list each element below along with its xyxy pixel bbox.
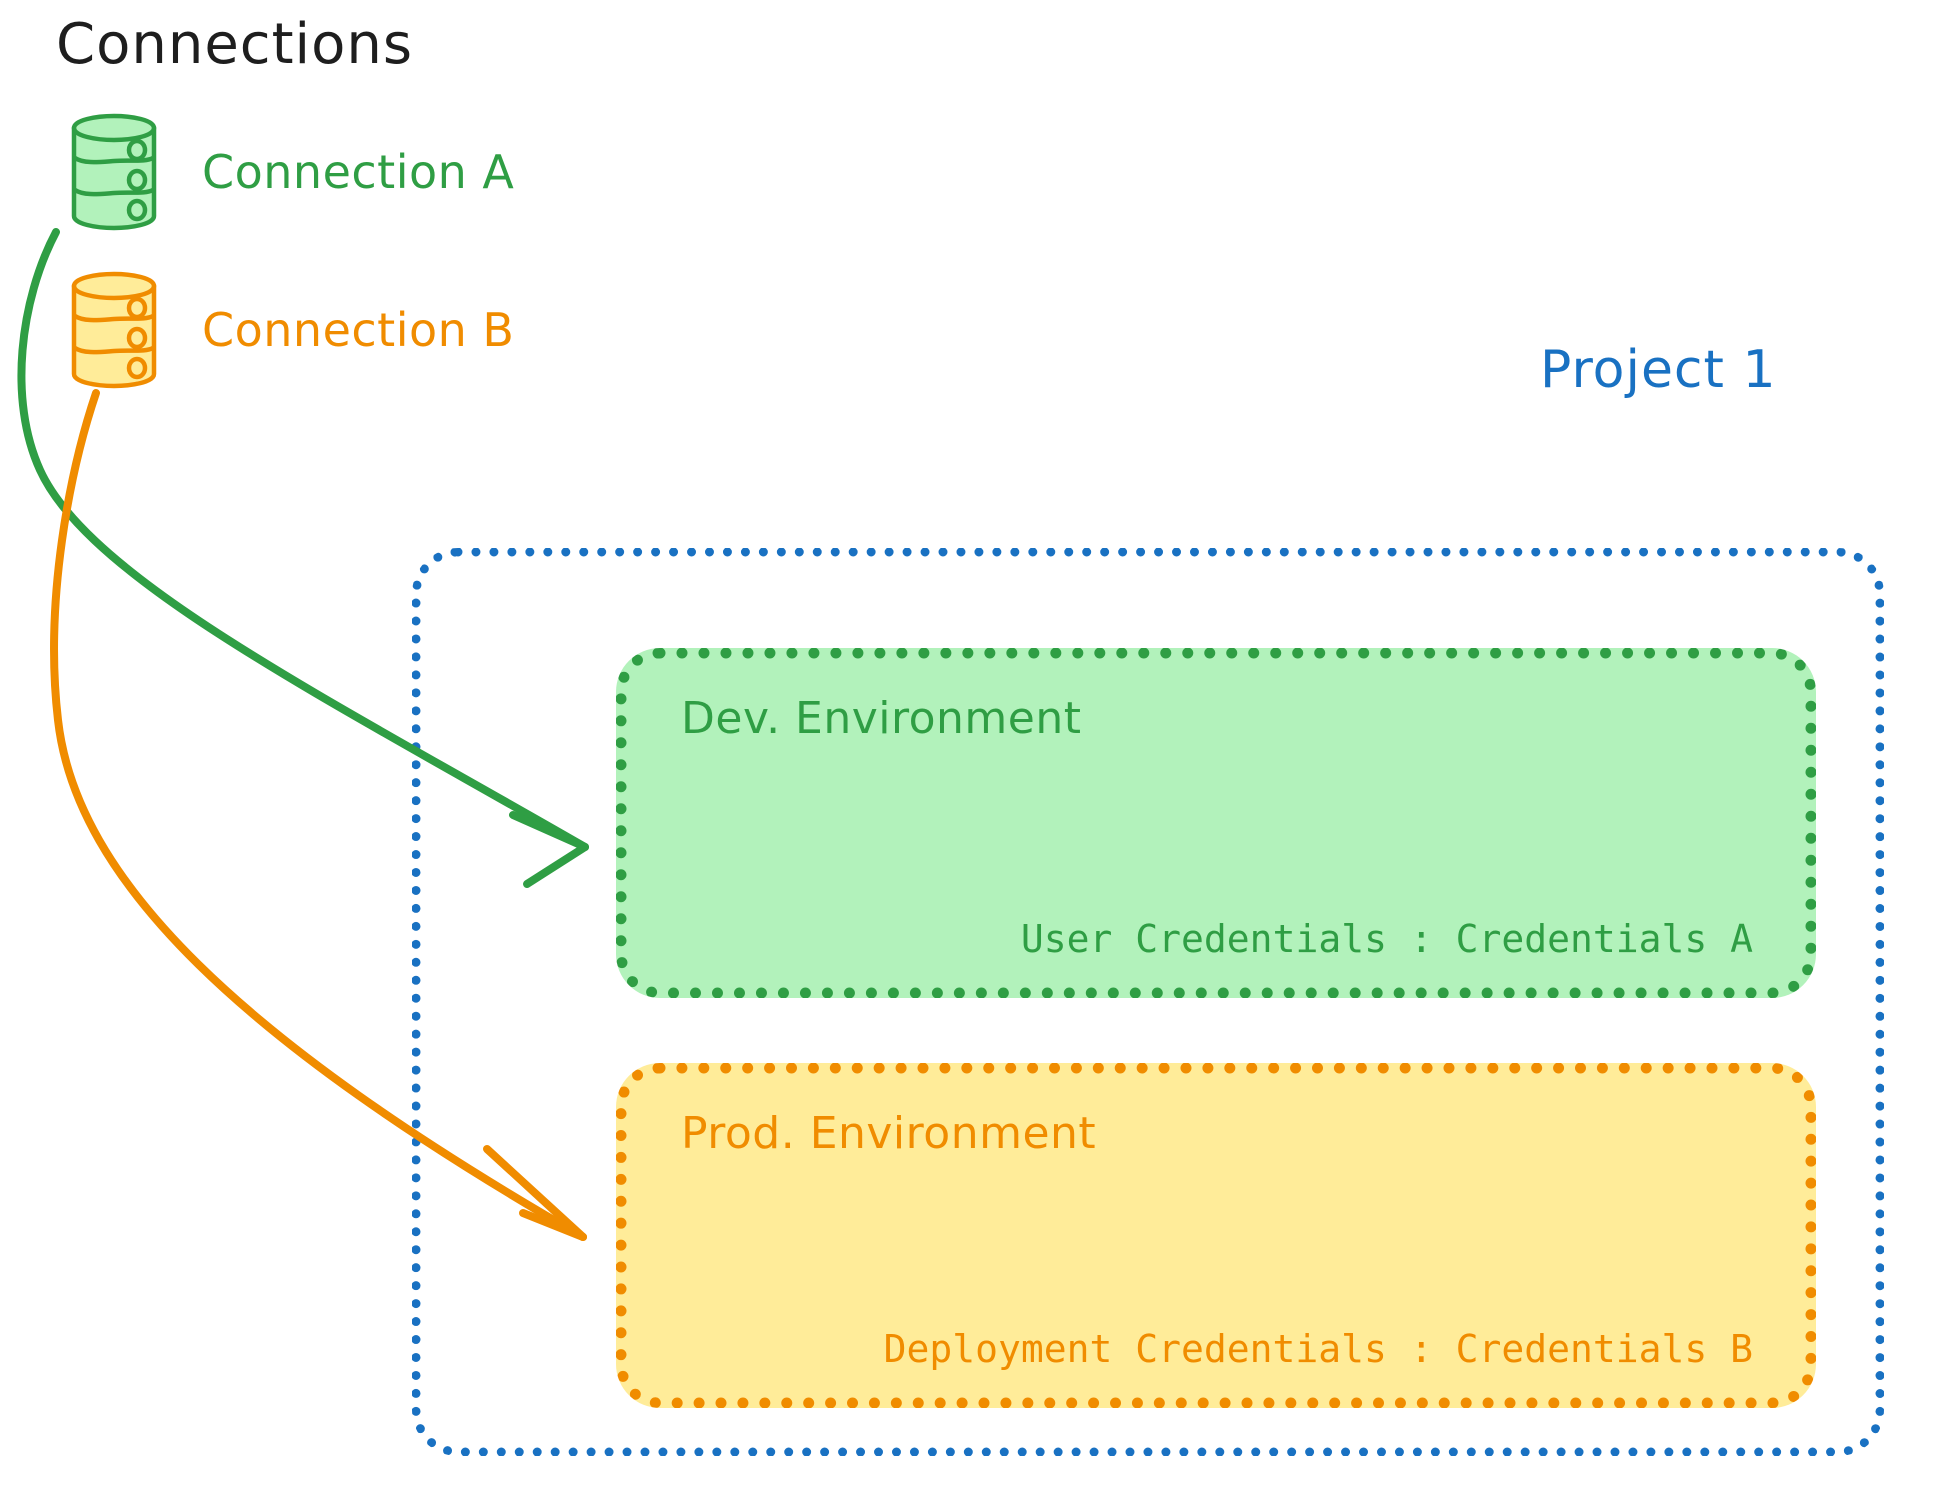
prod-environment-credentials: Deployment Credentials : Credentials B xyxy=(883,1327,1753,1371)
dev-environment-title: Dev. Environment xyxy=(681,693,1082,744)
connection-a-label: Connection A xyxy=(202,145,515,199)
dev-environment-box[interactable]: Dev. Environment User Credentials : Cred… xyxy=(616,648,1816,998)
prod-environment-title: Prod. Environment xyxy=(681,1108,1097,1159)
database-cylinder-icon xyxy=(71,113,157,231)
project-title: Project 1 xyxy=(1540,340,1777,400)
connection-b-label: Connection B xyxy=(202,303,515,357)
prod-environment-box[interactable]: Prod. Environment Deployment Credentials… xyxy=(616,1063,1816,1408)
connection-item-a[interactable]: Connection A xyxy=(66,112,514,232)
database-cylinder-icon xyxy=(71,271,157,389)
dev-environment-credentials: User Credentials : Credentials A xyxy=(1020,917,1753,961)
connection-item-b[interactable]: Connection B xyxy=(66,270,514,390)
page-title: Connections xyxy=(56,12,414,77)
